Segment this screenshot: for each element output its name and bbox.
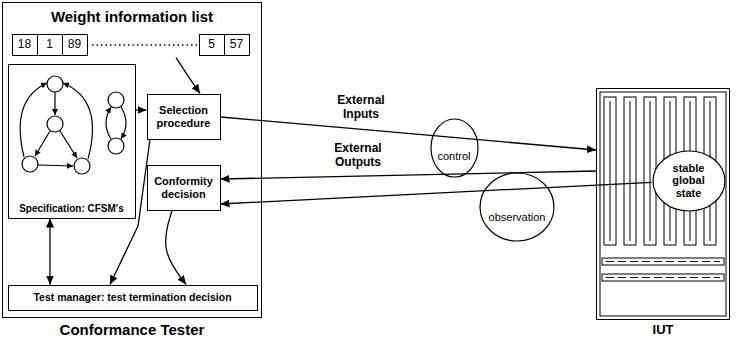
fsm-transition	[20, 83, 47, 157]
fsm-state	[108, 92, 124, 108]
fsm-transition	[35, 131, 50, 156]
node-label: 5	[208, 38, 215, 52]
connector-arrow	[221, 171, 597, 179]
connector-arrow	[176, 58, 200, 94]
device-slot	[604, 97, 616, 245]
node-label: stable global state	[663, 162, 715, 200]
node-label: Conformance Tester	[60, 321, 205, 338]
device-bar-dash	[606, 277, 720, 278]
specification-box: Specification: CFSM's	[8, 64, 136, 219]
ellipse-line	[431, 119, 478, 177]
node-label: IUT	[653, 323, 674, 338]
fsm-transition	[54, 92, 55, 115]
device-inner-frame	[600, 92, 726, 316]
weight-cell: 89	[62, 34, 88, 56]
fsm-transition	[121, 107, 126, 139]
node-label: observation	[488, 211, 547, 224]
list-ellipsis	[92, 44, 197, 46]
device-slot	[624, 97, 636, 245]
node-label: Weight information list	[51, 8, 213, 25]
iut-device-art	[600, 92, 726, 316]
fsm-state	[47, 76, 63, 92]
device-slot-line	[630, 101, 631, 241]
connector-arrow	[136, 109, 147, 110]
fsm-state	[22, 156, 38, 172]
node-label: 57	[230, 38, 243, 52]
fsm-state	[74, 158, 90, 174]
device-bar	[602, 258, 724, 265]
node-label: Test manager: test termination decision	[33, 291, 231, 303]
node-label: Conformity decision	[151, 175, 217, 200]
device-bar	[602, 274, 724, 281]
edge-label: External Outputs	[322, 142, 394, 170]
weight-list: Weight information list 18 1 89 5 57	[10, 8, 255, 58]
weight-cell: 1	[37, 34, 63, 56]
connectors	[50, 58, 652, 285]
ellipse-line	[653, 151, 725, 211]
ellipse-line	[480, 173, 554, 241]
fsm-state	[47, 116, 63, 132]
weight-cell: 18	[12, 34, 38, 56]
connector-arrow	[221, 182, 652, 204]
fsm-transition	[38, 165, 73, 166]
tester-box: Conformance TesterWeight information lis…	[2, 2, 262, 318]
process-box: Selection procedure	[147, 94, 221, 140]
node-label: 18	[18, 38, 31, 52]
device-slot-line	[650, 101, 651, 241]
connector-arrow	[49, 219, 50, 285]
node-label: Specification: CFSM's	[19, 203, 124, 215]
state-ellipse: stable global state	[652, 150, 726, 212]
control-ellipse: control	[430, 118, 479, 178]
device-slot-line	[610, 101, 611, 241]
ellipse-outline	[430, 118, 479, 178]
fsm-graph	[20, 76, 126, 174]
ellipse-outline	[479, 172, 555, 242]
fsm-transition	[63, 83, 92, 159]
node-label: 89	[68, 38, 81, 52]
weight-cell: 57	[224, 34, 250, 56]
edge-label: External Inputs	[328, 94, 394, 122]
iut-device: IUTstable global state	[596, 88, 730, 320]
device-bar-dash	[606, 261, 720, 262]
weight-cell: 5	[199, 34, 225, 56]
node-label: control	[436, 150, 471, 163]
connector-arrow	[166, 211, 186, 285]
observation-ellipse: observation	[479, 172, 555, 242]
connector-arrow	[221, 117, 597, 150]
fsm-transition	[60, 131, 77, 158]
node-label: Selection procedure	[151, 104, 217, 129]
fsm-state	[108, 138, 124, 154]
node-label: 1	[46, 38, 53, 52]
fsm-transition	[106, 107, 111, 139]
manager-box: Test manager: test termination decision	[8, 285, 258, 311]
process-box: Conformity decision	[147, 165, 221, 211]
